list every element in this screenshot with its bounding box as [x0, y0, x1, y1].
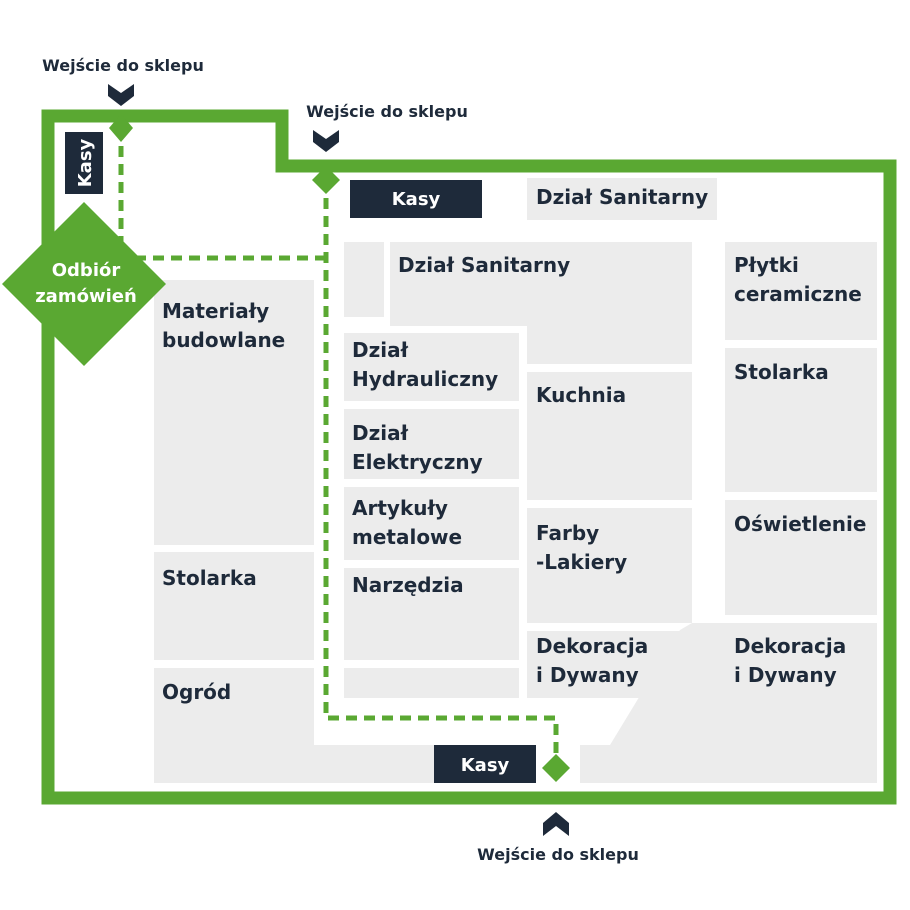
entry-diamond-left — [109, 114, 133, 142]
zone-building-materials — [154, 280, 314, 545]
dept-decor-center-line1: Dekoracja — [536, 634, 648, 658]
entry-diamond-center — [312, 166, 340, 194]
dept-decor-right-line2: i Dywany — [734, 663, 837, 687]
pickup-point[interactable]: Odbiór zamówień — [2, 202, 166, 366]
zone-garden — [154, 668, 314, 783]
route-left — [118, 128, 332, 261]
dept-garden: Ogród — [162, 680, 231, 704]
dept-tiles-line2: ceramiczne — [734, 282, 862, 306]
zone-decor-center — [527, 631, 680, 698]
dept-electrical-line2: Elektryczny — [352, 450, 483, 474]
zone-decor-right — [725, 623, 877, 783]
zone-lighting — [725, 500, 877, 615]
zone-small-block — [344, 242, 384, 317]
dept-lighting: Oświetlenie — [734, 512, 866, 536]
zone-diagonal — [580, 623, 725, 783]
zone-electrical — [344, 409, 519, 479]
dept-sanitary-top: Dział Sanitarny — [536, 185, 708, 209]
checkout-top-box — [350, 180, 482, 218]
dept-hydraulics-line1: Dział — [352, 338, 409, 362]
zones — [154, 178, 877, 783]
checkout-left-box — [65, 132, 103, 194]
zone-tools — [344, 568, 519, 660]
zone-metal — [344, 487, 519, 560]
zone-hydraulics — [344, 333, 519, 401]
dept-joinery-right: Stolarka — [734, 360, 829, 384]
department-labels: Dział Sanitarny Dział Sanitarny Płytki c… — [162, 185, 866, 704]
entrance-arrow-icon-top-left — [108, 84, 134, 106]
zone-garden-ext — [314, 745, 434, 783]
store-outline — [41, 109, 897, 805]
route-center — [323, 180, 559, 766]
dept-sanitary: Dział Sanitarny — [398, 253, 570, 277]
dept-kitchen: Kuchnia — [536, 383, 626, 407]
dept-electrical-line1: Dział — [352, 421, 409, 445]
checkout-top: Kasy — [350, 180, 482, 218]
zone-sanitary-ext — [527, 326, 692, 364]
zone-tiles — [725, 242, 877, 340]
zone-paints — [527, 508, 692, 623]
zone-sanitary — [390, 242, 692, 326]
zone-joinery-left — [154, 552, 314, 660]
dept-tools: Narzędzia — [352, 573, 464, 597]
dept-paints-line1: Farby — [536, 521, 599, 545]
dept-joinery-left: Stolarka — [162, 566, 257, 590]
checkout-bottom-box — [434, 745, 536, 783]
pickup-diamond — [2, 202, 166, 366]
entrance-arrow-icon-bottom — [543, 812, 569, 836]
dept-paints-line2: -Lakiery — [536, 550, 627, 574]
checkout-left: Kasy — [65, 132, 103, 194]
zone-kitchen — [527, 372, 692, 500]
dept-tiles-line1: Płytki — [734, 253, 799, 277]
entrance-label-bottom[interactable]: Wejście do sklepu — [477, 845, 639, 864]
dept-building-line1: Materiały — [162, 299, 269, 323]
zone-sanitary-top — [527, 178, 717, 220]
entry-diamonds — [109, 114, 570, 782]
dept-building-line2: budowlane — [162, 328, 285, 352]
dept-decor-right-line1: Dekoracja — [734, 634, 846, 658]
dept-metal-line1: Artykuły — [352, 496, 448, 520]
entrance-label-top-left[interactable]: Wejście do sklepu — [42, 56, 204, 75]
pickup-label-line1: Odbiór — [52, 260, 121, 281]
zone-tools-ext — [344, 668, 519, 698]
checkout-bottom: Kasy — [434, 745, 536, 783]
checkout-left-label: Kasy — [75, 138, 96, 187]
entry-diamond-bottom — [542, 754, 570, 782]
checkout-bottom-label: Kasy — [461, 755, 510, 776]
pickup-label-line2: zamówień — [35, 286, 137, 307]
entrance-label-top-center[interactable]: Wejście do sklepu — [306, 102, 468, 121]
checkout-top-label: Kasy — [392, 189, 441, 210]
dept-metal-line2: metalowe — [352, 525, 462, 549]
dept-hydraulics-line2: Hydrauliczny — [352, 367, 498, 391]
zone-joinery-right — [725, 348, 877, 492]
dept-decor-center-line2: i Dywany — [536, 663, 639, 687]
entrance-arrow-icon — [108, 84, 569, 836]
entrance-arrow-icon-top-center — [313, 130, 339, 152]
